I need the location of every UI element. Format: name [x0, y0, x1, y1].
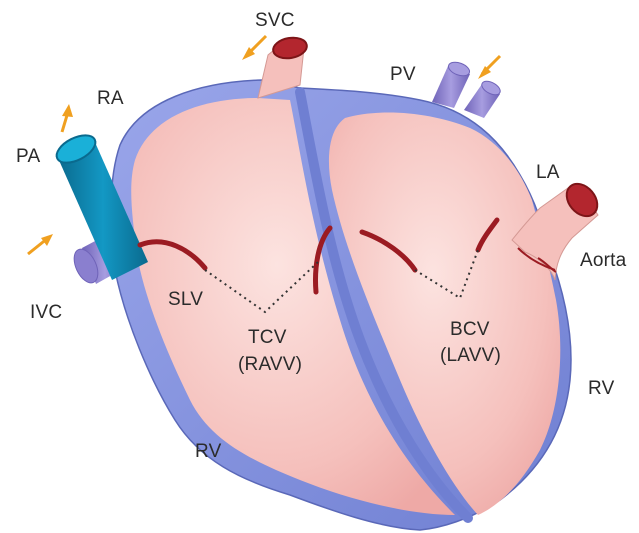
label-pv: PV [390, 64, 416, 85]
pv-flow-arrow [478, 56, 500, 79]
label-ivc: IVC [30, 302, 62, 323]
label-pa: PA [16, 146, 40, 167]
label-svc: SVC [255, 10, 295, 31]
label-ravv: (RAVV) [238, 354, 302, 375]
label-bcv: BCV [450, 319, 490, 340]
pa-flow-arrow [62, 104, 73, 132]
label-rv-bottom: RV [195, 441, 222, 462]
ivc-flow-arrow [28, 234, 53, 254]
label-rv-right: RV [588, 378, 615, 399]
label-ra: RA [97, 88, 124, 109]
label-tcv: TCV [248, 327, 287, 348]
label-slv: SLV [168, 289, 203, 310]
svc-flow-arrow [242, 36, 266, 60]
label-aorta: Aorta [580, 250, 627, 271]
label-la: LA [536, 162, 560, 183]
label-lavv: (LAVV) [440, 345, 501, 366]
